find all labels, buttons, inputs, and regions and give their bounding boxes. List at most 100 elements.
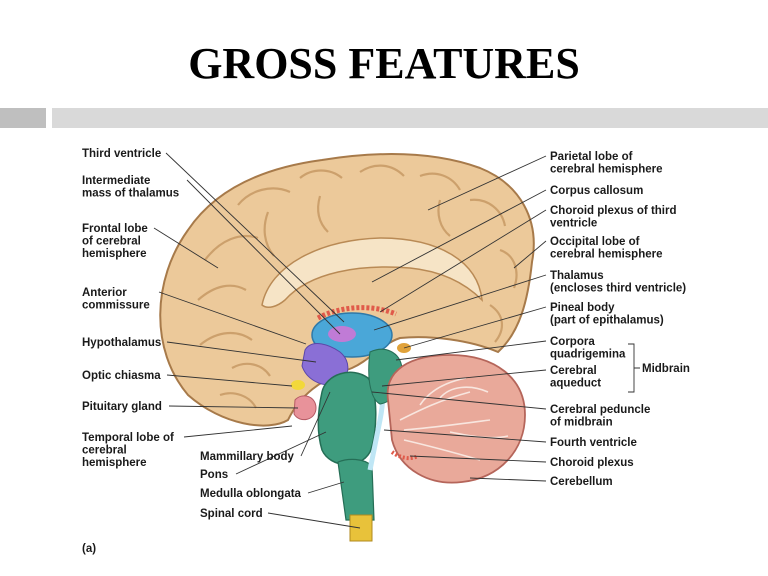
- thalamus-label-line: (encloses third ventricle): [550, 283, 686, 295]
- occipital-lobe-label-line: Occipital lobe of: [550, 236, 640, 248]
- optic-chiasma-shape: [291, 380, 305, 390]
- title-divider-left: [0, 108, 46, 128]
- third-ventricle-label: Third ventricle: [82, 148, 161, 160]
- corpus-callosum-leader-line: [371, 189, 547, 283]
- parietal-lobe-leader-line: [427, 155, 547, 211]
- pituitary-gland-label: Pituitary gland: [82, 401, 162, 413]
- cerebral-aqueduct-leader-line: [381, 369, 547, 387]
- pons-leader-line: [235, 431, 327, 475]
- temporal-lobe-label-line: hemisphere: [82, 457, 147, 469]
- temporal-lobe-label-line: cerebral: [82, 445, 127, 457]
- choroid-plexus-third-shape: [316, 305, 397, 321]
- cerebellum-leader-line: [469, 477, 547, 482]
- intermediate-mass-label-line: Intermediate: [82, 175, 150, 187]
- temporal-lobe-label-line: Temporal lobe of: [82, 432, 174, 444]
- cerebral-aqueduct-label-line: Cerebral: [550, 365, 597, 377]
- fourth-ventricle-label-line: Fourth ventricle: [550, 437, 637, 449]
- pineal-body-leader-line: [403, 306, 547, 349]
- occipital-lobe-label-line: cerebral hemisphere: [550, 249, 663, 261]
- spinal-cord-shape: [349, 514, 373, 542]
- leader-lines: [153, 152, 547, 529]
- optic-chiasma-label-line: Optic chiasma: [82, 370, 161, 382]
- cerebral-aqueduct-label-line: aqueduct: [550, 378, 601, 390]
- corpora-quadrigemina-leader-line: [395, 340, 547, 361]
- frontal-lobe-label-line: of cerebral: [82, 236, 141, 248]
- fourth-ventricle-label: Fourth ventricle: [550, 437, 637, 449]
- pituitary-gland-leader-line: [168, 405, 299, 409]
- mammillary-body-label: Mammillary body: [200, 451, 295, 463]
- temporal-lobe-leader-line: [183, 425, 293, 438]
- pons-label-line: Pons: [200, 469, 228, 481]
- pineal-body-label-line: Pineal body: [550, 302, 615, 314]
- midbrain-label: Midbrain: [642, 363, 690, 375]
- medulla-oblongata-label: Medulla oblongata: [200, 488, 302, 500]
- corpora-quadrigemina-label-line: Corpora: [550, 336, 595, 348]
- corpus-callosum-label: Corpus callosum: [550, 185, 643, 197]
- choroid-plexus-fourth-shape: [390, 450, 419, 461]
- cerebral-peduncle-leader-line: [371, 391, 547, 410]
- thalamus-label-line: Thalamus: [550, 270, 604, 282]
- frontal-lobe-label-line: Frontal lobe: [82, 223, 148, 235]
- spinal-cord-leader-line: [267, 512, 361, 529]
- corpora-quadrigemina-label-line: quadrigemina: [550, 349, 626, 361]
- choroid-plexus-label-line: Choroid plexus: [550, 457, 634, 469]
- third-ventricle-leader-line: [165, 152, 345, 323]
- cerebellum-label: Cerebellum: [550, 476, 613, 488]
- midbrain-bracket: [628, 343, 640, 393]
- hypothalamus-label: Hypothalamus: [82, 337, 161, 349]
- thalamus-label: Thalamus(encloses third ventricle): [550, 270, 686, 295]
- third-ventricle-label-line: Third ventricle: [82, 148, 161, 160]
- parietal-lobe-label-line: Parietal lobe of: [550, 151, 633, 163]
- anterior-commissure-label-line: Anterior: [82, 287, 127, 299]
- pons-shape: [317, 371, 377, 466]
- anterior-commissure-label-line: commissure: [82, 300, 150, 312]
- corpus-callosum-shape: [261, 237, 483, 308]
- occipital-lobe-leader-line: [513, 240, 547, 269]
- choroid-plexus-third-label-line: Choroid plexus of third: [550, 205, 677, 217]
- anterior-commissure-leader-line: [158, 291, 307, 345]
- mammillary-body-leader-line: [300, 391, 331, 457]
- optic-chiasma-label: Optic chiasma: [82, 370, 161, 382]
- medulla-oblongata-leader-line: [307, 481, 345, 494]
- spinal-cord-label-line: Spinal cord: [200, 508, 263, 520]
- hypothalamus-label-line: Hypothalamus: [82, 337, 161, 349]
- pineal-body-label-line: (part of epithalamus): [550, 315, 664, 327]
- corpus-callosum-label-line: Corpus callosum: [550, 185, 643, 197]
- mammillary-body-label-line: Mammillary body: [200, 451, 295, 463]
- choroid-plexus-third-label-line: ventricle: [550, 218, 597, 230]
- parietal-lobe-label-line: cerebral hemisphere: [550, 164, 663, 176]
- optic-chiasma-leader-line: [166, 374, 293, 387]
- frontal-lobe-label-line: hemisphere: [82, 248, 147, 260]
- intermediate-mass-label-line: mass of thalamus: [82, 188, 179, 200]
- pituitary-gland-label-line: Pituitary gland: [82, 401, 162, 413]
- spinal-cord-label: Spinal cord: [200, 508, 263, 520]
- panel-letter: (a): [82, 543, 96, 555]
- cerebellum-label-line: Cerebellum: [550, 476, 613, 488]
- medulla-oblongata-label-line: Medulla oblongata: [200, 488, 302, 500]
- pineal-body-label: Pineal body(part of epithalamus): [550, 302, 664, 327]
- choroid-plexus-leader-line: [409, 455, 547, 463]
- choroid-plexus-third-leader-line: [379, 209, 547, 313]
- intermediate-mass-leader-line: [186, 179, 341, 335]
- frontal-lobe-leader-line: [153, 227, 219, 269]
- pons-label: Pons: [200, 469, 228, 481]
- cerebral-peduncle-label-line: of midbrain: [550, 417, 613, 429]
- slide-title: GROSS FEATURES: [188, 39, 580, 88]
- brain-illustration: [159, 153, 535, 542]
- fourth-ventricle-leader-line: [383, 429, 547, 443]
- cerebral-peduncle-label-line: Cerebral peduncle: [550, 404, 650, 416]
- thalamus-leader-line: [373, 274, 547, 331]
